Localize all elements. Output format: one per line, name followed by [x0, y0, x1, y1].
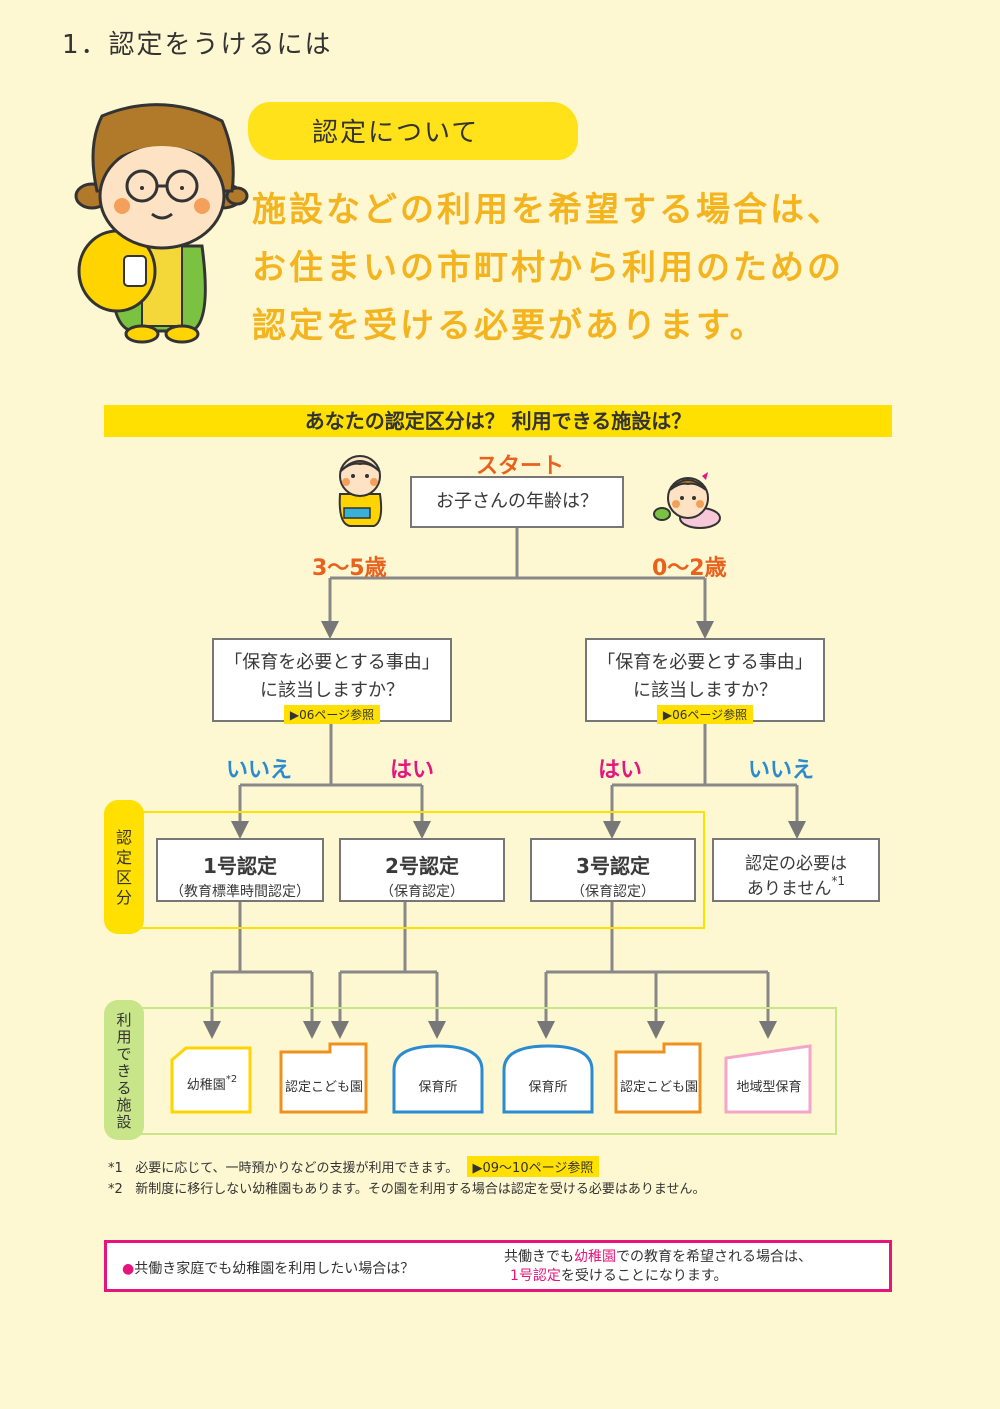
- bottom-question-text: 共働き家庭でも幼稚園を利用したい場合は？: [134, 1261, 415, 1277]
- facility-label-char: 施: [116, 1096, 132, 1114]
- boy-illustration: [338, 455, 383, 527]
- flowchart-title: あなたの認定区分は？ 利用できる施設は？: [104, 405, 892, 437]
- banner-title: 認定について: [312, 118, 480, 148]
- lead-line-2: お住まいの市町村から利用のための: [252, 248, 844, 288]
- facility-hoikusho-1: 保育所: [418, 1080, 458, 1095]
- lead-line-3: 認定を受ける必要があります。: [252, 306, 767, 346]
- footnote-2-text: 新制度に移行しない幼稚園もあります。その園を利用する場合は認定を受ける必要はあり…: [135, 1182, 706, 1197]
- cert2-box: 2号認定 （保育認定）: [339, 838, 505, 902]
- footnote-1: *1 必要に応じて、一時預かりなどの支援が利用できます。 ▶09〜10ページ参照: [108, 1156, 600, 1177]
- age-younger-label: 0〜2歳: [652, 556, 727, 581]
- page-heading: 1．認定をうけるには: [62, 30, 333, 60]
- footnote-1-mark: *1: [108, 1161, 123, 1176]
- page-reference: ▶06ページ参照: [656, 705, 754, 724]
- need-question-box-right: 「保育を必要とする事由」 に該当しますか？ ▶06ページ参照: [585, 638, 825, 724]
- facility-label-char: 設: [116, 1113, 132, 1131]
- facility-kodomoen-1: 認定こども園: [284, 1080, 363, 1095]
- facility-label-char: 用: [116, 1028, 132, 1046]
- facility-label-char: 利: [116, 1011, 132, 1029]
- bottom-answer-part: 共働きでも: [504, 1249, 574, 1265]
- category-label-char: 認: [115, 828, 132, 847]
- bottom-question: ●共働き家庭でも幼稚園を利用したい場合は？: [122, 1258, 414, 1278]
- cert3-title: 3号認定: [576, 854, 650, 878]
- facility-label-char: る: [116, 1079, 132, 1097]
- cert1-subtitle: （教育標準時間認定）: [170, 884, 310, 900]
- footnote-2: *2 新制度に移行しない幼稚園もあります。その園を利用する場合は認定を受ける必要…: [108, 1178, 706, 1197]
- need-question-line-2: に該当しますか？: [260, 680, 404, 701]
- no-cert-needed-box: 認定の必要は ありません*1: [712, 838, 880, 902]
- cert2-title: 2号認定: [385, 854, 459, 878]
- bullet-icon: ●: [122, 1261, 135, 1277]
- answer-yes-left: はい: [390, 758, 435, 783]
- cert1-box: 1号認定 （教育標準時間認定）: [156, 838, 324, 902]
- footnote-1-text: 必要に応じて、一時預かりなどの支援が利用できます。: [135, 1161, 459, 1176]
- start-label: スタート: [475, 454, 564, 479]
- age-older-label: 3〜5歳: [312, 556, 387, 581]
- category-label-char: 分: [115, 888, 132, 907]
- no-cert-line-2: ありません: [746, 879, 832, 899]
- bottom-answer-highlight: 幼稚園: [574, 1249, 616, 1265]
- need-question-line-1: 「保育を必要とする事由」: [597, 652, 813, 673]
- need-question-line-1: 「保育を必要とする事由」: [224, 652, 440, 673]
- girl-mascot-illustration: [74, 103, 249, 344]
- footnote-mark: *1: [831, 874, 846, 888]
- facility-chiiki: 地域型保育: [736, 1080, 802, 1095]
- category-side-label: 認 定 区 分: [104, 828, 144, 908]
- lead-line-1: 施設などの利用を希望する場合は、: [252, 190, 844, 230]
- no-cert-line-1: 認定の必要は: [745, 854, 847, 874]
- facility-label-char: き: [116, 1062, 132, 1080]
- footnote-mark: *2: [225, 1074, 238, 1085]
- bottom-answer-part: での教育を希望される場合は、: [616, 1249, 812, 1265]
- bottom-answer: 共働きでも幼稚園での教育を希望される場合は、 1号認定を受けることになります。: [504, 1248, 812, 1286]
- cert3-box: 3号認定 （保育認定）: [530, 838, 696, 902]
- bottom-answer-highlight: 1号認定: [510, 1268, 561, 1284]
- bottom-answer-part: を受けることになります。: [560, 1268, 728, 1284]
- answer-yes-right: はい: [598, 758, 643, 783]
- need-question-line-2: に該当しますか？: [633, 680, 777, 701]
- facility-kindergarten: 幼稚園*2: [172, 1074, 252, 1093]
- facility-hoikusho-2: 保育所: [528, 1080, 568, 1095]
- facility-kindergarten-label: 幼稚園: [186, 1078, 226, 1093]
- baby-illustration: [653, 472, 721, 529]
- banner-highlight: [248, 102, 578, 160]
- answer-no-right: いいえ: [748, 758, 815, 783]
- age-question-box: お子さんの年齢は？: [410, 476, 624, 528]
- category-label-char: 区: [115, 868, 132, 887]
- answer-no-left: いいえ: [226, 758, 293, 783]
- cert2-subtitle: （保育認定）: [380, 884, 464, 900]
- age-question-text: お子さんの年齢は？: [436, 491, 598, 512]
- bottom-callout: [104, 1240, 892, 1292]
- category-label-char: 定: [115, 848, 132, 867]
- footnote-2-mark: *2: [108, 1182, 123, 1197]
- cert1-title: 1号認定: [203, 854, 277, 878]
- facility-label-char: で: [116, 1045, 132, 1063]
- facility-kodomoen-2: 認定こども園: [619, 1080, 698, 1095]
- facility-side-label: 利 用 で き る 施 設: [104, 1012, 144, 1131]
- cert3-subtitle: （保育認定）: [571, 884, 655, 900]
- page-reference: ▶06ページ参照: [283, 705, 381, 724]
- need-question-box-left: 「保育を必要とする事由」 に該当しますか？ ▶06ページ参照: [212, 638, 452, 724]
- footnote-1-reference: ▶09〜10ページ参照: [466, 1156, 600, 1177]
